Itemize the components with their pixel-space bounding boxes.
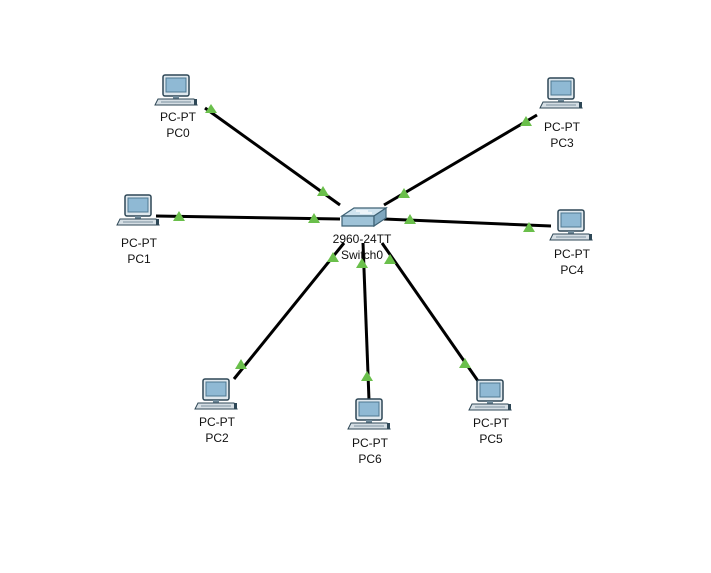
pc1-name-label: PC1 xyxy=(127,252,151,266)
pc2-model-label: PC-PT xyxy=(199,415,235,429)
link-pc0-switch0[interactable] xyxy=(204,106,341,207)
pc0-model-label: PC-PT xyxy=(160,110,196,124)
link-up-indicator xyxy=(398,188,410,198)
link-pc2-switch0[interactable] xyxy=(232,242,346,380)
pc2-icon[interactable] xyxy=(194,378,238,410)
link-up-indicator xyxy=(523,222,535,232)
pc4-icon[interactable] xyxy=(549,209,593,241)
link-up-indicator xyxy=(459,358,471,368)
pc3-name-label: PC3 xyxy=(550,136,574,150)
pc6-icon[interactable] xyxy=(347,398,391,430)
pc3-model-label: PC-PT xyxy=(544,120,580,134)
link-up-indicator xyxy=(317,186,329,196)
link-up-indicator xyxy=(356,258,368,268)
link-up-indicator xyxy=(384,254,396,264)
pc5-icon[interactable] xyxy=(468,379,512,411)
pc6-name-label: PC6 xyxy=(358,452,382,466)
switch0-model-label: 2960-24TT xyxy=(332,232,392,246)
switch0-icon[interactable] xyxy=(340,206,388,228)
pc5-model-label: PC-PT xyxy=(473,416,509,430)
pc4-name-label: PC4 xyxy=(560,263,584,277)
devices xyxy=(116,74,593,430)
link-up-indicator xyxy=(361,371,373,381)
pc1-icon[interactable] xyxy=(116,194,160,226)
switch0-name-label: Switch0 xyxy=(340,248,384,262)
pc1-model-label: PC-PT xyxy=(121,236,157,250)
link-up-indicator xyxy=(235,359,247,369)
link-up-indicator xyxy=(327,252,339,262)
pc6-model-label: PC-PT xyxy=(352,436,388,450)
pc2-name-label: PC2 xyxy=(205,431,229,445)
link-pc3-switch0[interactable] xyxy=(383,113,538,207)
link-pc5-switch0[interactable] xyxy=(380,242,480,382)
link-indicators xyxy=(173,104,535,381)
pc4-model-label: PC-PT xyxy=(554,247,590,261)
pc0-icon[interactable] xyxy=(154,74,198,106)
link-pc1-switch0[interactable] xyxy=(155,214,341,221)
pc5-name-label: PC5 xyxy=(479,432,503,446)
pc3-icon[interactable] xyxy=(539,77,583,109)
link-up-indicator xyxy=(173,211,185,221)
link-up-indicator xyxy=(404,214,416,224)
link-up-indicator xyxy=(205,104,217,113)
link-up-indicator xyxy=(520,116,532,126)
link-up-indicator xyxy=(308,213,320,223)
pc0-name-label: PC0 xyxy=(166,126,190,140)
